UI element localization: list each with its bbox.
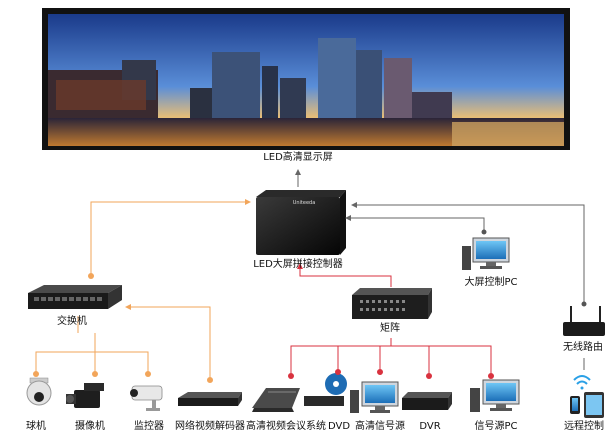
led-controller-device: Uniteeda bbox=[256, 190, 346, 255]
link-pc-controller bbox=[346, 218, 484, 232]
remote-devices bbox=[570, 392, 604, 418]
controller-brand: Uniteeda bbox=[293, 200, 316, 206]
dvd-label: DVD bbox=[328, 421, 350, 433]
camcorder-device bbox=[66, 383, 104, 408]
surveillance-camera-label: 监控器 bbox=[134, 421, 164, 433]
router-device bbox=[563, 306, 605, 336]
conference-label: 高清视频会议系统 bbox=[246, 421, 326, 433]
switch-label: 交换机 bbox=[57, 316, 87, 328]
dvr-device bbox=[402, 392, 452, 410]
matrix-device bbox=[352, 288, 432, 319]
controller-label: LED大屏拼接控制器 bbox=[253, 259, 343, 271]
dvr-label: DVR bbox=[419, 421, 440, 433]
wifi-icon bbox=[574, 376, 590, 390]
signal-pc-label: 信号源PC bbox=[474, 421, 517, 433]
matrix-label: 矩阵 bbox=[380, 323, 400, 335]
led-screen-label-text: LED高清显示屏 bbox=[263, 152, 333, 164]
conference-system-device bbox=[252, 388, 300, 412]
dvd-device bbox=[304, 373, 347, 406]
link-decoder-switch bbox=[126, 307, 210, 380]
dome-camera-label: 球机 bbox=[26, 421, 46, 433]
decoder-label: 网络视频解码器 bbox=[175, 421, 245, 433]
video-decoder-device bbox=[178, 392, 242, 406]
link-switch-controller bbox=[91, 202, 250, 276]
surveillance-camera-device bbox=[130, 386, 162, 411]
hd-source-label: 高清信号源 bbox=[355, 421, 405, 433]
link-switch-cameras bbox=[36, 352, 148, 374]
remote-label: 远程控制 bbox=[564, 421, 604, 433]
switch-device bbox=[28, 285, 122, 309]
led-screen-image bbox=[42, 8, 570, 150]
signal-pc-device bbox=[470, 380, 519, 412]
control-pc-device bbox=[462, 238, 509, 270]
hd-source-device bbox=[350, 382, 398, 413]
dome-camera-device bbox=[27, 378, 51, 405]
control-pc-label: 大屏控制PC bbox=[464, 277, 517, 289]
camcorder-label: 摄像机 bbox=[75, 421, 105, 433]
router-label: 无线路由 bbox=[563, 342, 603, 354]
link-sources-matrix bbox=[291, 346, 491, 376]
